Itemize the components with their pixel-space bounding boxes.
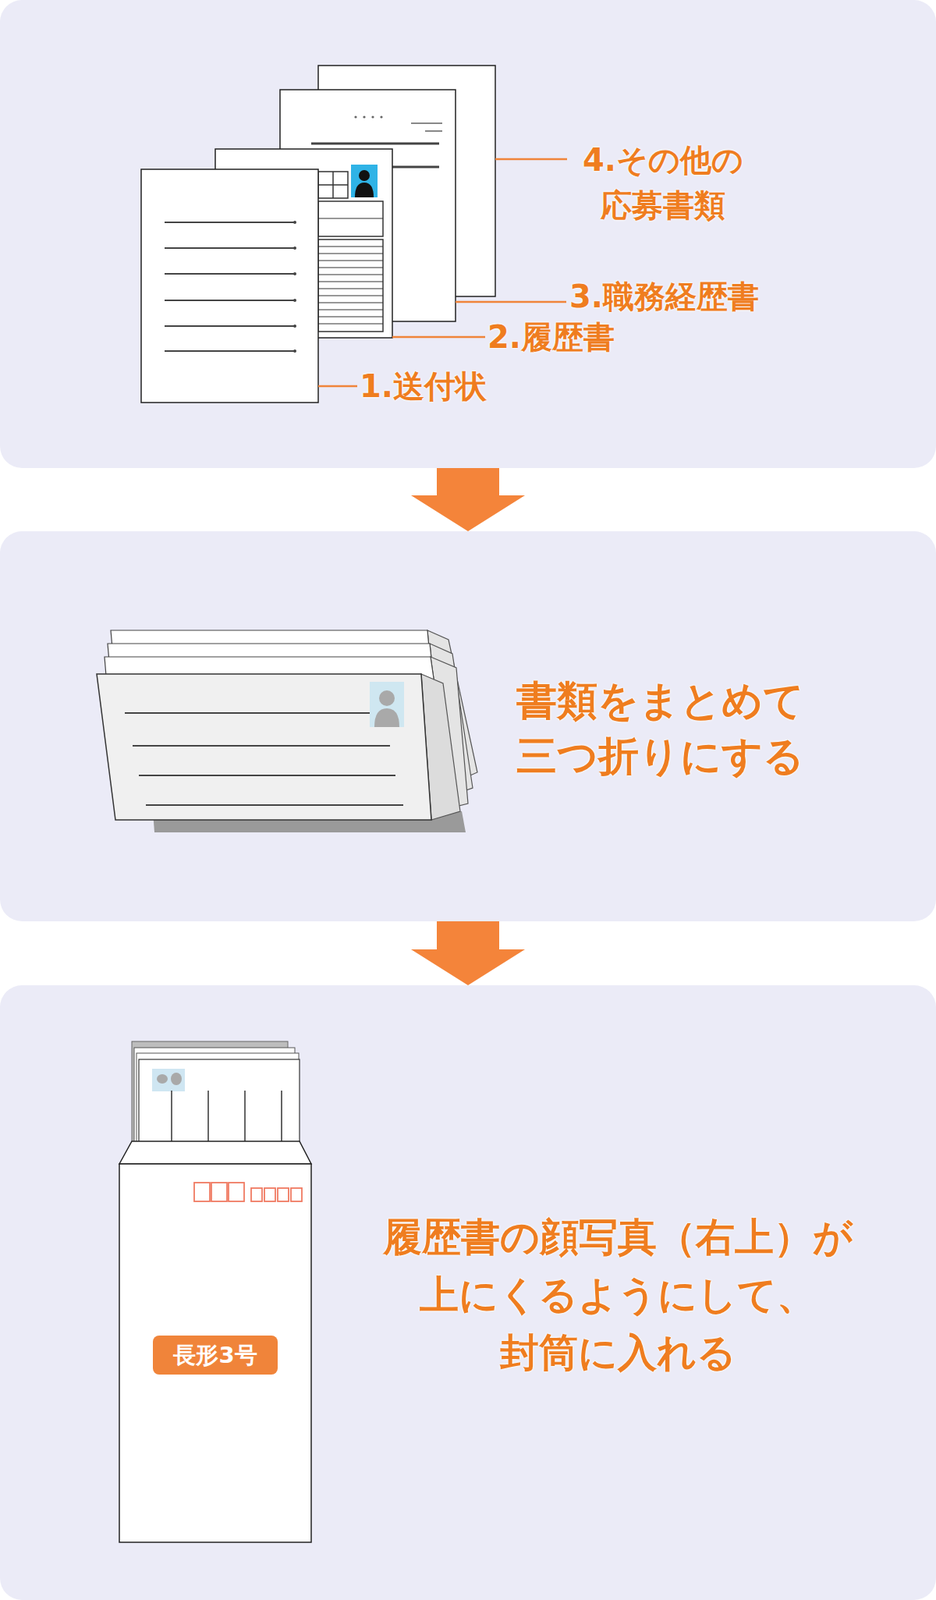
step-instruction: 履歴書の顔写真（右上）が 上にくるようにして、 封筒に入れる	[360, 1208, 876, 1382]
step-panel: 履歴書の顔写真（右上）が 上にくるようにして、 封筒に入れる長形3号	[0, 985, 936, 1600]
flow-arrow	[411, 468, 525, 532]
size-badge: 長形3号	[152, 1335, 278, 1375]
callout-label: 4.その他の 応募書類	[557, 137, 769, 228]
step-instruction: 書類をまとめて 三つ折りにする	[516, 673, 860, 784]
callout-label: 2.履歴書	[487, 316, 691, 358]
step-panel: 書類をまとめて 三つ折りにする	[0, 531, 936, 922]
callout-label: 3.職務経歴書	[569, 276, 819, 317]
flow-arrow	[411, 921, 525, 986]
badge-label: 長形3号	[152, 1335, 278, 1375]
callout-label: 1.送付状	[359, 365, 563, 407]
step-panel: 4.その他の 応募書類 3.職務経歴書2.履歴書 1.送付状	[0, 0, 936, 468]
